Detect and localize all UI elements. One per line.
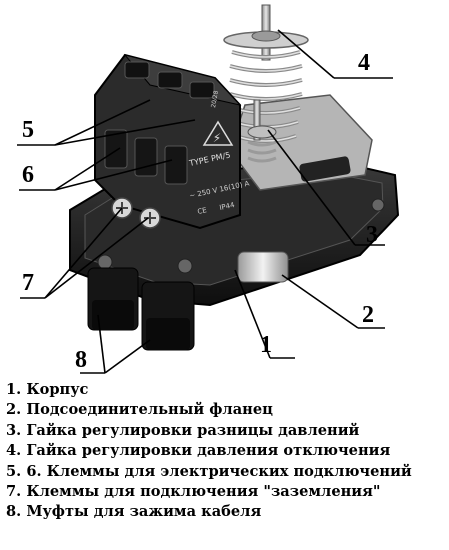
legend-item-4: 4. Гайка регулировки давления отключения [6,442,391,460]
device-ce-mark: CE [197,206,208,216]
legend-item-2: 2. Подсоединительный фланец [6,401,273,419]
cable-glands [87,267,195,351]
device-code: 20/28 [210,90,220,108]
legend-item-1: 1. Корпус [6,381,89,398]
leader-lines [17,29,393,374]
callout-5: 5 [22,117,34,143]
callout-7: 7 [22,270,34,296]
connecting-flange [237,251,289,283]
callout-2: 2 [362,302,374,328]
callout-3: 3 [366,222,378,248]
legend-item-3: 3. Гайка регулировки разницы давлений [6,421,360,439]
legend-item-8: 8. Муфты для зажима кабеля [6,503,262,521]
callout-1: 1 [260,332,272,358]
terminal-block: ⚡ [94,53,242,230]
callout-8: 8 [75,347,87,373]
device-ip-rating: IP44 [219,201,236,212]
svg-text:⚡: ⚡ [213,131,221,145]
pressure-switch-diagram: ⚡ 20/28 TYPE PM/5 ~ 250 V 16(10) A CE IP… [17,4,400,374]
main-spring [223,4,309,143]
callout-6: 6 [22,162,34,188]
callout-4: 4 [358,50,370,76]
parts-legend: 1. Корпус 2. Подсоединительный фланец 3.… [6,380,446,523]
legend-item-7: 7. Клеммы для подключения "заземления" [6,483,381,501]
differential-spring [247,99,277,163]
legend-item-5-6: 5. 6. Клеммы для электрических подключен… [6,462,412,480]
